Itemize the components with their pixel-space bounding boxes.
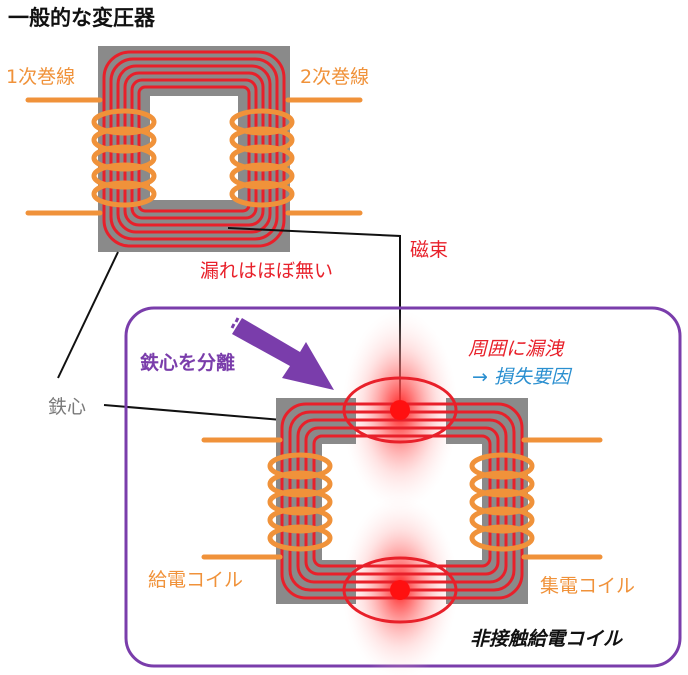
- feed-coil: [201, 437, 333, 560]
- leak-surroundings-label: 周囲に漏洩: [468, 338, 564, 360]
- upper-leak-core: [390, 400, 410, 420]
- separate-arrow: [230, 317, 334, 390]
- receive-coil-label: 集電コイル: [540, 575, 636, 597]
- primary-winding-label: 1次巻線: [6, 66, 76, 88]
- separate-core-label: 鉄心を分離: [140, 352, 236, 374]
- top-secondary-coil: [229, 97, 363, 216]
- almost-no-leak-label: 漏れはほぼ無い: [200, 260, 334, 282]
- top-transformer: [25, 46, 363, 252]
- diagram-title: 一般的な変圧器: [8, 6, 155, 30]
- receive-coil: [469, 437, 603, 560]
- contactless-coil-label: 非接触給電コイル: [470, 628, 623, 650]
- top-primary-coil: [25, 97, 157, 216]
- lower-leak-core: [390, 580, 410, 600]
- secondary-winding-label: 2次巻線: [300, 66, 370, 88]
- loss-cause-label: → 損失要因: [472, 366, 570, 388]
- feed-coil-label: 給電コイル: [148, 569, 244, 591]
- core-label: 鉄心: [48, 396, 87, 418]
- magnetic-flux-label: 磁束: [410, 239, 449, 261]
- left-iron-core: [276, 398, 356, 604]
